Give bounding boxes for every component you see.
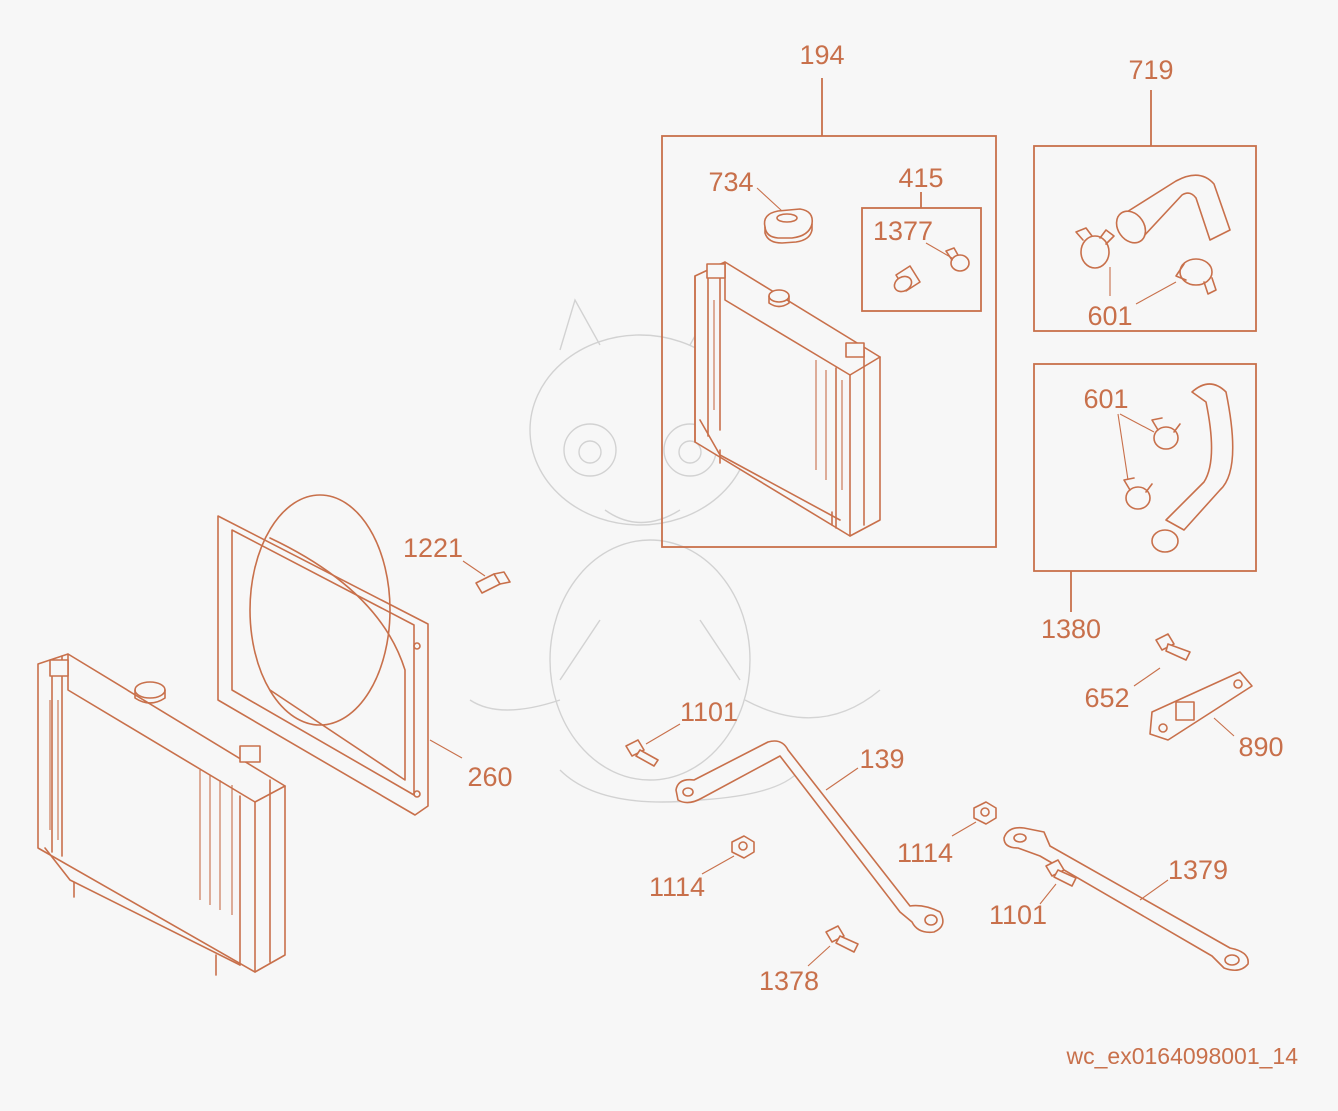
bolt-1101-upper bbox=[625, 739, 659, 767]
label-1101-upper: 1101 bbox=[680, 697, 738, 727]
label-1221: 1221 bbox=[403, 533, 463, 563]
clamp-1377 bbox=[945, 247, 970, 272]
leader-601-c bbox=[1119, 413, 1155, 433]
nut-1114-left bbox=[731, 835, 755, 859]
leader-890 bbox=[1213, 717, 1235, 737]
bolt-1221 bbox=[475, 571, 511, 594]
label-1114-center: 1114 bbox=[897, 838, 953, 868]
radiator-cap-734 bbox=[763, 208, 814, 244]
fan-shroud-260 bbox=[217, 494, 429, 816]
kit-box-1380 bbox=[1033, 363, 1257, 612]
label-139: 139 bbox=[859, 744, 904, 774]
label-890: 890 bbox=[1238, 732, 1283, 762]
radiator-left bbox=[37, 653, 286, 976]
leader-601-b bbox=[1135, 281, 1177, 305]
kit-box-415 bbox=[861, 192, 982, 312]
leader-1377 bbox=[925, 242, 953, 259]
label-194: 194 bbox=[799, 40, 844, 70]
leader-734 bbox=[756, 187, 783, 212]
leader-139 bbox=[825, 767, 859, 791]
nut-1114-center bbox=[973, 801, 997, 825]
lower-hose-1380 bbox=[1151, 383, 1234, 553]
hose-clamp-601-lower-a bbox=[1151, 417, 1181, 450]
hose-clamp-601-upper-a bbox=[1075, 227, 1115, 269]
hose-clamp-601-upper-b bbox=[1175, 258, 1217, 295]
leader-260 bbox=[429, 739, 463, 759]
bolt-652 bbox=[1155, 633, 1191, 661]
label-1380: 1380 bbox=[1041, 614, 1101, 644]
label-1101-lower: 1101 bbox=[989, 900, 1047, 930]
label-652: 652 bbox=[1084, 683, 1129, 713]
leader-1221 bbox=[462, 560, 486, 577]
leader-652 bbox=[1133, 667, 1161, 687]
label-1377: 1377 bbox=[873, 216, 933, 246]
label-601-upper: 601 bbox=[1087, 301, 1132, 331]
leader-1378 bbox=[807, 945, 831, 967]
document-id: wc_ex0164098001_14 bbox=[1066, 1043, 1299, 1069]
bolt-1101-lower bbox=[1045, 859, 1077, 887]
leader-1101-a bbox=[645, 723, 681, 745]
bolt-1378 bbox=[825, 925, 859, 953]
kit-box-719 bbox=[1033, 90, 1257, 332]
upper-hose-719 bbox=[1115, 174, 1231, 244]
leader-601-d bbox=[1117, 413, 1129, 481]
bracket-890 bbox=[1149, 671, 1253, 741]
kit-box-194 bbox=[661, 78, 997, 548]
hose-clamp-601-lower-b bbox=[1123, 477, 1153, 510]
sleeve-1377 bbox=[893, 265, 921, 293]
stay-rod-139 bbox=[675, 740, 944, 934]
leader-1101-b bbox=[1039, 883, 1057, 905]
leader-1114-a bbox=[701, 855, 735, 875]
label-1379: 1379 bbox=[1168, 855, 1228, 885]
label-1114-left: 1114 bbox=[649, 872, 705, 902]
label-719: 719 bbox=[1128, 55, 1173, 85]
leader-1379 bbox=[1139, 879, 1169, 901]
label-601-lower: 601 bbox=[1083, 384, 1128, 414]
leader-1114-b bbox=[951, 821, 977, 837]
label-1378: 1378 bbox=[759, 966, 819, 996]
label-734: 734 bbox=[708, 167, 753, 197]
radiator-assembly-194 bbox=[694, 261, 881, 537]
label-415: 415 bbox=[898, 163, 943, 193]
label-260: 260 bbox=[467, 762, 512, 792]
stay-rod-1379 bbox=[1003, 826, 1249, 972]
